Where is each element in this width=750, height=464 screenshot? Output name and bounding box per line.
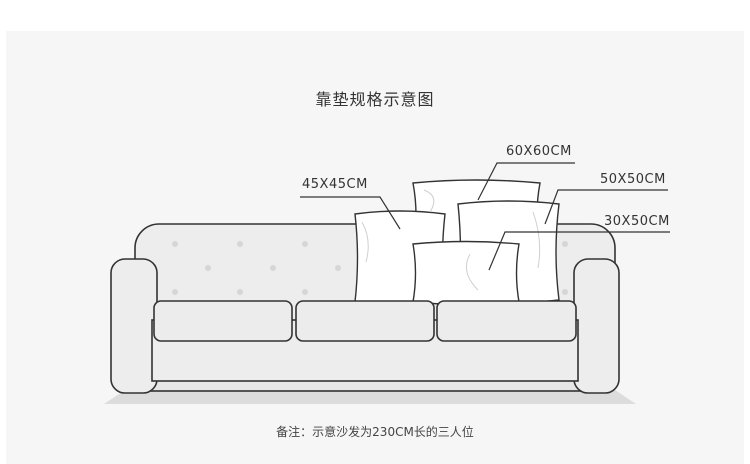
seat-cushion-middle [296,301,434,341]
label-50x50: 50X50CM [600,172,666,187]
label-60x60: 60X60CM [506,144,572,159]
pillow-30x50 [413,242,519,305]
diagram-title: 靠垫规格示意图 [0,86,750,110]
seat-cushion-right [437,301,576,341]
label-45x45: 45X45CM [302,177,368,192]
pillows [355,180,559,305]
seat-cushion-left [154,301,292,341]
sofa-left-arm [111,259,157,393]
seat-cushions [154,301,576,341]
footnote: 备注：示意沙发为230CM长的三人位 [0,423,750,440]
sofa-right-arm [574,259,619,393]
label-30x50: 30X50CM [604,214,670,229]
